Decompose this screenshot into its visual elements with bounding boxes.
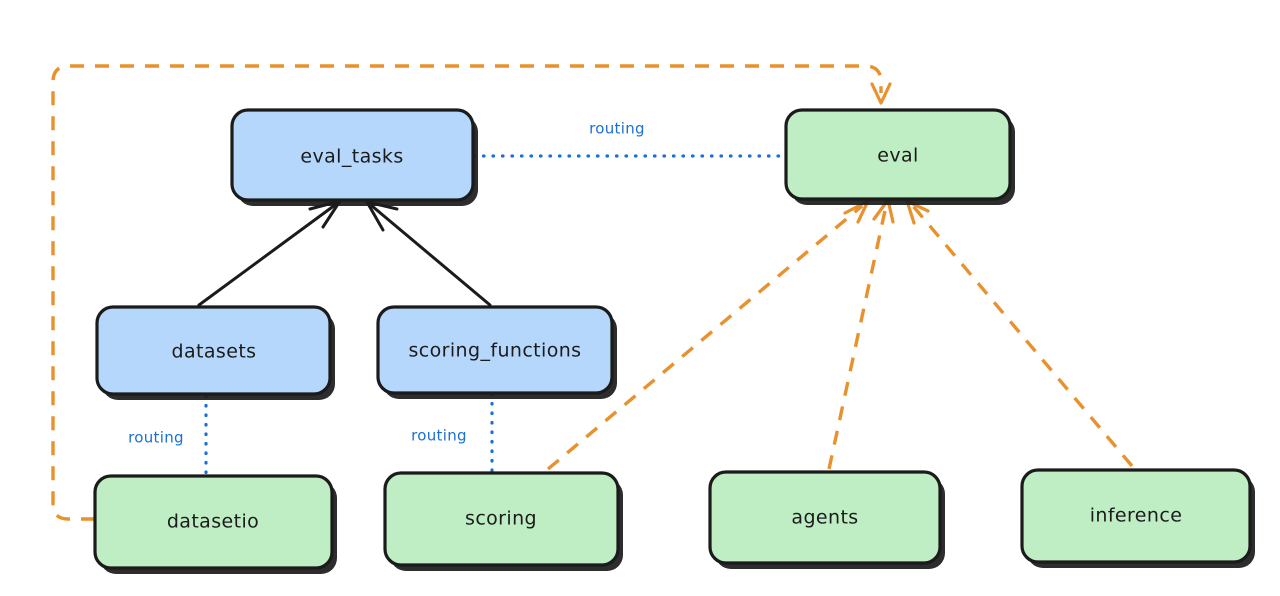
node-eval-tasks-label: eval_tasks [300,146,403,168]
node-agents-body [708,470,942,565]
node-scoring-functions-label: scoring_functions [409,340,582,362]
node-eval-tasks[interactable]: eval_tasks [230,108,478,206]
node-inference[interactable]: inference [1020,468,1255,568]
node-scoring[interactable]: scoring [383,471,623,571]
node-eval-label: eval [877,145,918,167]
edge-inference-to-eval [905,199,1134,468]
node-datasets[interactable]: datasets [95,305,335,400]
edge-scoring-to-eval-line [546,204,864,471]
edge-scoring-functions-to-eval-tasks [365,200,492,307]
solid-edges [197,199,492,307]
node-datasets-body [95,305,332,396]
node-scoring-label: scoring [465,508,537,530]
node-agents-label: agents [791,507,858,529]
node-datasetio-body [93,474,334,570]
edge-datasetio-to-eval [51,64,892,521]
node-eval-tasks-body [230,108,475,202]
node-eval-body [784,108,1012,201]
node-scoring-functions-body [376,305,614,395]
dependency-edges [51,64,1134,521]
node-agents[interactable]: agents [708,470,945,569]
node-datasetio[interactable]: datasetio [93,474,337,574]
node-scoring-functions[interactable]: scoring_functions [376,305,617,399]
edge-datasetio-to-eval-arrowhead [870,82,892,105]
node-datasets-label: datasets [172,341,257,363]
edge-agents-to-eval-line [827,205,888,470]
node-inference-body [1020,468,1252,564]
edge-agents-to-eval [827,198,895,470]
edge-label-routing-datasets: routing [128,429,184,447]
node-eval[interactable]: eval [784,108,1015,205]
edge-inference-to-eval-line [911,204,1134,468]
edge-labels: routing routing routing [128,120,645,447]
edge-datasets-to-eval-tasks-line [197,203,337,307]
edge-label-routing-eval: routing [589,120,645,138]
routing-edges [204,154,786,476]
edge-scoring-functions-to-eval-tasks-line [370,204,492,307]
edge-datasets-to-eval-tasks [197,199,342,307]
edge-label-routing-scoring: routing [411,427,467,445]
node-scoring-body [383,471,620,567]
node-datasetio-label: datasetio [167,511,259,533]
edge-datasetio-to-eval-line [51,64,883,521]
node-inference-label: inference [1090,505,1183,527]
